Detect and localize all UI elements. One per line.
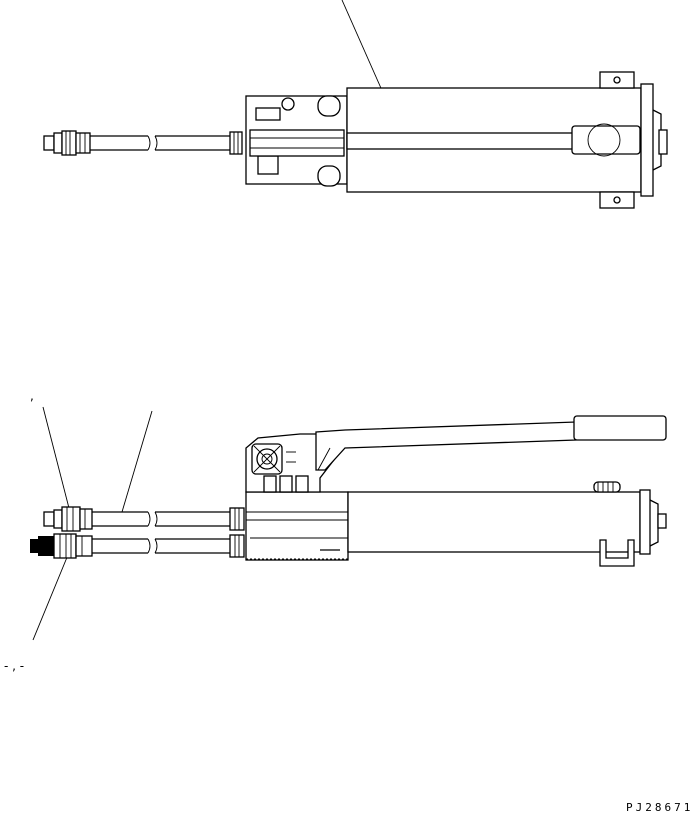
reservoir-body — [347, 481, 667, 567]
lower-quick-coupler — [30, 533, 93, 559]
top-view — [43, 0, 668, 209]
leader-line-top — [341, 0, 389, 105]
leader-line-lower-coupler — [32, 549, 71, 641]
leader-line-hose — [121, 410, 153, 513]
pump-head — [245, 433, 349, 561]
top-cylinder-body — [346, 71, 668, 209]
top-hose — [90, 131, 243, 155]
top-valve-block — [245, 95, 348, 187]
pump-handle — [315, 415, 667, 471]
callout-label-a: , — [30, 389, 34, 403]
leader-line-upper-coupler — [42, 406, 71, 513]
top-quick-coupler — [43, 130, 91, 156]
upper-quick-coupler — [43, 506, 93, 532]
drawing-code: PJ28671 — [626, 801, 693, 814]
lower-hose — [92, 534, 245, 558]
side-view: , - , - — [4, 389, 667, 673]
callout-label-b: - , - — [4, 659, 24, 673]
upper-hose — [92, 507, 245, 531]
